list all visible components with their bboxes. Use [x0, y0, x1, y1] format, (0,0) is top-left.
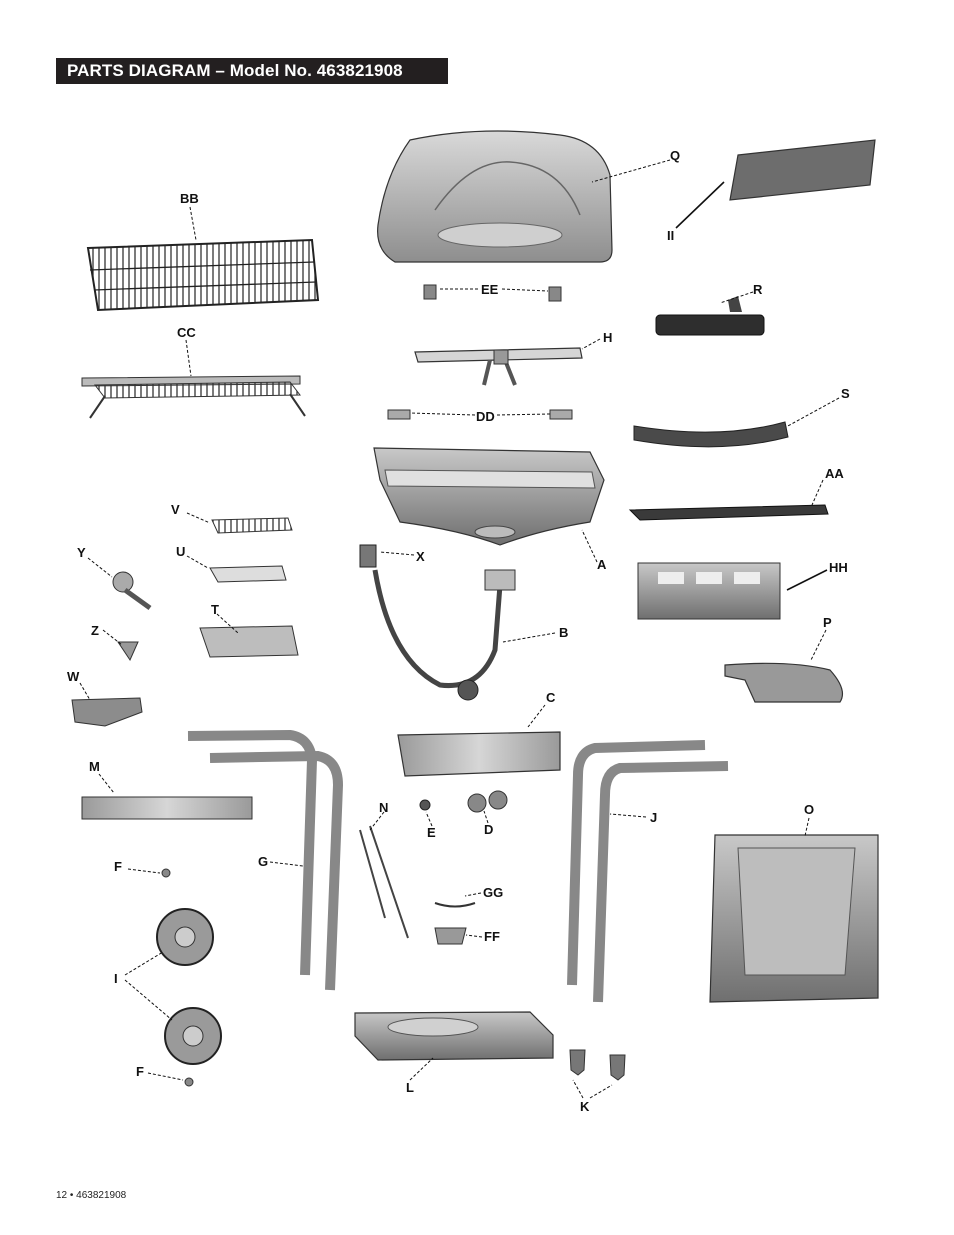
- lid-hinges-part: [423, 284, 562, 302]
- regulator-part: [112, 571, 152, 611]
- back-panel-part: [729, 139, 876, 201]
- hose-part: [359, 544, 516, 701]
- lid-part: [377, 130, 613, 263]
- grease-pan-part: [209, 565, 287, 583]
- leader-lines: [79, 159, 840, 1099]
- label-M: M: [89, 759, 100, 774]
- label-L: L: [406, 1080, 414, 1095]
- label-FF: FF: [484, 929, 500, 944]
- tray-part: [199, 625, 299, 658]
- label-F-upper: F: [114, 859, 122, 874]
- label-F-lower: F: [136, 1064, 144, 1079]
- label-G: G: [258, 854, 268, 869]
- label-T: T: [211, 602, 219, 617]
- label-K: K: [580, 1099, 590, 1114]
- label-Y: Y: [77, 545, 86, 560]
- cup-holder-part: [434, 902, 476, 908]
- name-plate-part: [655, 296, 765, 336]
- label-S: S: [841, 386, 850, 401]
- title-bar: PARTS DIAGRAM – Model No. 463821908: [56, 58, 448, 84]
- label-U: U: [176, 544, 185, 559]
- label-J: J: [650, 810, 657, 825]
- side-panel-part: [709, 834, 879, 1003]
- label-P: P: [823, 615, 832, 630]
- part-labels: Q II BB CC EE R H DD S AA V Y U X A HH T…: [67, 148, 850, 1114]
- igniter-part: [419, 799, 431, 811]
- heat-tent-part: [211, 517, 293, 534]
- label-N: N: [379, 800, 388, 815]
- leveling-feet-part: [569, 1049, 626, 1081]
- heat-shield-part: [628, 504, 829, 521]
- warming-rack-part: [81, 375, 306, 419]
- label-W: W: [67, 669, 80, 684]
- rear-panel-part: [637, 562, 781, 620]
- label-Z: Z: [91, 623, 99, 638]
- page-footer: 12 • 463821908: [56, 1190, 127, 1201]
- label-I: I: [114, 971, 118, 986]
- grease-cup-part: [434, 927, 467, 945]
- burner-part: [414, 347, 583, 386]
- handle-part: [633, 421, 789, 448]
- label-DD: DD: [476, 409, 495, 424]
- label-GG: GG: [483, 885, 503, 900]
- label-D: D: [484, 822, 493, 837]
- firebox-part: [373, 447, 605, 546]
- label-O: O: [804, 802, 814, 817]
- page-title: PARTS DIAGRAM – Model No. 463821908: [67, 61, 403, 80]
- wheels-part: [156, 908, 222, 1065]
- label-AA: AA: [825, 466, 844, 481]
- handle-bracket-part: [71, 697, 143, 727]
- label-EE: EE: [481, 282, 499, 297]
- axle-caps-part: [161, 868, 194, 1087]
- cooking-grate-part: [86, 238, 320, 312]
- label-Q: Q: [670, 148, 680, 163]
- right-leg-frame-part: [567, 740, 729, 1003]
- label-C: C: [546, 690, 556, 705]
- label-B: B: [559, 625, 568, 640]
- tool-hooks-part: [359, 825, 409, 939]
- burner-brackets-part: [387, 409, 573, 420]
- label-CC: CC: [177, 325, 196, 340]
- side-shelf-part: [724, 662, 843, 703]
- left-leg-frame-part: [187, 729, 344, 991]
- control-knobs-part: [467, 790, 508, 813]
- control-panel-part: [397, 731, 561, 777]
- label-V: V: [171, 502, 180, 517]
- bottom-shelf-part: [354, 1011, 554, 1061]
- label-A: A: [597, 557, 607, 572]
- label-H: H: [603, 330, 612, 345]
- valve-part: [117, 641, 139, 662]
- label-R: R: [753, 282, 763, 297]
- label-BB: BB: [180, 191, 199, 206]
- label-E: E: [427, 825, 436, 840]
- label-II: II: [667, 228, 674, 243]
- label-HH: HH: [829, 560, 848, 575]
- label-X: X: [416, 549, 425, 564]
- cross-brace-part: [81, 796, 253, 820]
